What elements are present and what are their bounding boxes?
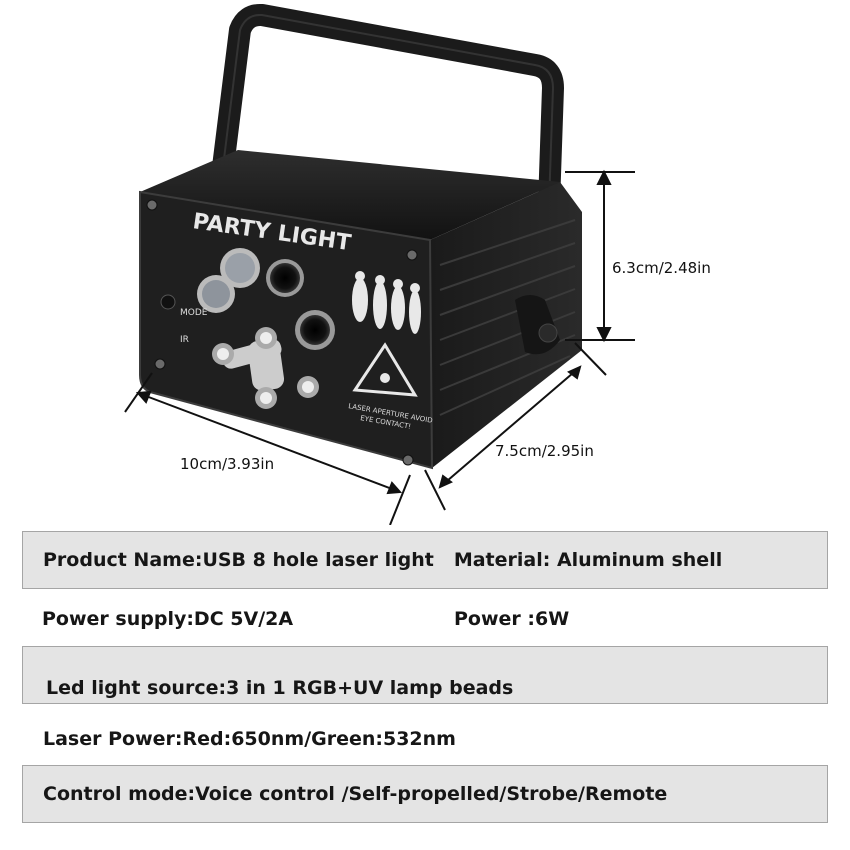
spec-product-name: Product Name:USB 8 hole laser light — [43, 549, 434, 571]
depth-dimension-label: 7.5cm/2.95in — [495, 442, 594, 460]
spec-row-laser: Laser Power:Red:650nm/Green:532nm — [22, 714, 828, 764]
ir-label: IR — [180, 335, 189, 345]
spec-row-control: Control mode:Voice control /Self-propell… — [22, 765, 828, 823]
spec-power: Power :6W — [454, 608, 570, 630]
dimension-arrows — [124, 169, 635, 525]
side-fins — [439, 219, 576, 416]
spec-material: Material: Aluminum shell — [453, 549, 723, 571]
mode-label: MODE — [180, 308, 208, 318]
spec-control-mode: Control mode:Voice control /Self-propell… — [43, 783, 668, 805]
laser-lenses — [197, 248, 335, 350]
led-beads — [212, 327, 319, 409]
front-panel — [139, 190, 434, 470]
spec-laser-power: Laser Power:Red:650nm/Green:532nm — [43, 728, 456, 750]
width-dimension-label: 10cm/3.93in — [180, 455, 274, 473]
mount-knob — [515, 295, 560, 355]
spec-row-power: Power supply:DC 5V/2A Power :6W — [22, 594, 828, 644]
dancers-graphic — [352, 271, 421, 334]
spec-row-led: Led light source:3 in 1 RGB+UV lamp bead… — [22, 646, 828, 704]
housing-top — [140, 150, 560, 240]
screws — [146, 199, 418, 466]
height-dimension-label: 6.3cm/2.48in — [612, 259, 711, 277]
laser-warning-triangle — [352, 342, 418, 397]
spec-row-name-material: Product Name:USB 8 hole laser light Mate… — [22, 531, 828, 589]
product-illustration: PARTY LIGHT MODE IR LASER APERTURE AV — [124, 3, 711, 525]
spec-led-source: Led light source:3 in 1 RGB+UV lamp bead… — [46, 677, 514, 699]
mode-button — [160, 294, 176, 310]
spec-power-supply: Power supply:DC 5V/2A — [42, 608, 294, 630]
handle — [211, 3, 564, 321]
